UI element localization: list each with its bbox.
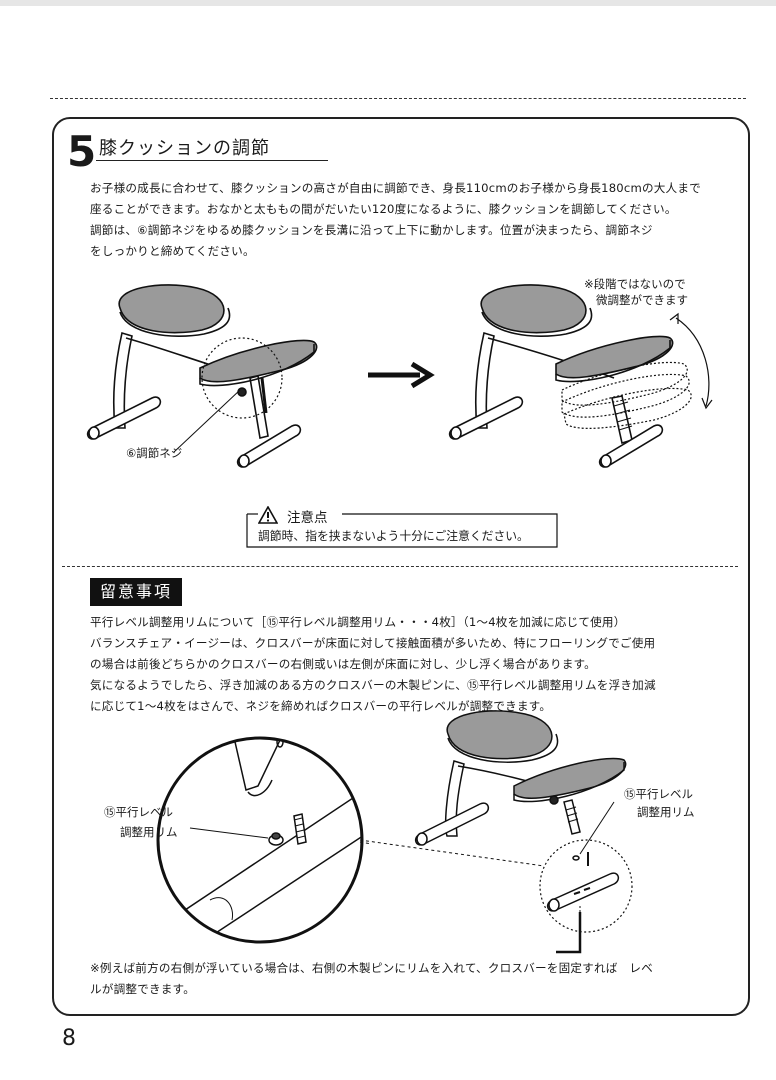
rim-label-left-line2: 調整用リム [120, 825, 178, 839]
intro-line: をしっかりと締めてください。 [90, 244, 255, 258]
rim-label-right-line1: ⑮平行レベル [624, 787, 693, 801]
intro-line: 座ることができます。おなかと太ももの間がだいたい120度になるように、膝クッショ… [90, 202, 677, 216]
section-number: 5 [67, 127, 97, 176]
section-intro: お子様の成長に合わせて、膝クッションの高さが自由に調節でき、身長110cmのお子… [90, 178, 730, 262]
caution-box [246, 513, 558, 548]
step-note-line2: 微調整ができます [596, 293, 688, 307]
chair-before-illustration [86, 284, 318, 468]
warning-icon [258, 506, 278, 524]
notice-body: 平行レベル調整用リムについて［⑮平行レベル調整用リム・・・4枚］（1〜4枚を加減… [90, 612, 730, 717]
arrow-right-icon [368, 361, 435, 389]
section-title: 膝クッションの調節 [99, 138, 270, 159]
intro-line: 調節は、⑥調節ネジをゆるめ膝クッションを長溝に沿って上下に動かします。位置が決ま… [90, 223, 653, 237]
adjust-screw-label: ⑥調節ネジ [126, 446, 183, 460]
page-number: 8 [62, 1026, 76, 1051]
footnote-line: ※例えば前方の右側が浮いている場合は、右側の木製ピンにリムを入れて、クロスバーを… [90, 961, 653, 975]
notice-footnote: ※例えば前方の右側が浮いている場合は、右側の木製ピンにリムを入れて、クロスバーを… [90, 958, 730, 1000]
rim-label-right-line2: 調整用リム [637, 805, 695, 819]
caution-text: 調節時、指を挟まないよう十分にご注意ください。 [258, 529, 529, 543]
top-edge [0, 0, 776, 6]
chair-after-illustration [448, 284, 713, 468]
section-title-underline [96, 160, 328, 161]
notice-line: に応じて1〜4枚をはさんで、ネジを締めればクロスバーの平行レベルが調整できます。 [90, 699, 552, 713]
top-divider [50, 98, 746, 99]
caution-title: 注意点 [287, 510, 328, 526]
notice-line: 平行レベル調整用リムについて［⑮平行レベル調整用リム・・・4枚］（1〜4枚を加減… [90, 615, 626, 629]
footnote-line: ルが調整できます。 [90, 982, 195, 996]
notice-line: の場合は前後どちらかのクロスバーの右側或いは左側が床面に対し、少し浮く場合があり… [90, 657, 596, 671]
chair-rim-illustration [414, 710, 633, 954]
detail-connector-line [359, 839, 545, 867]
notice-line: 気になるようでしたら、浮き加減のある方のクロスバーの木製ピンに、⑮平行レベル調整… [90, 678, 656, 692]
notice-line: バランスチェア・イージーは、クロスバーが床面に対して接触面積が多いため、特にフロ… [90, 636, 656, 650]
step-note-line1: ※段階ではないので [584, 277, 686, 291]
middle-divider [62, 566, 738, 567]
intro-line: お子様の成長に合わせて、膝クッションの高さが自由に調節でき、身長110cmのお子… [90, 181, 701, 195]
content-frame [52, 117, 750, 1016]
crossbar-detail-illustration [156, 736, 370, 944]
notice-heading: 留意事項 [90, 578, 182, 606]
rim-label-left-line1: ⑮平行レベル [104, 805, 173, 819]
